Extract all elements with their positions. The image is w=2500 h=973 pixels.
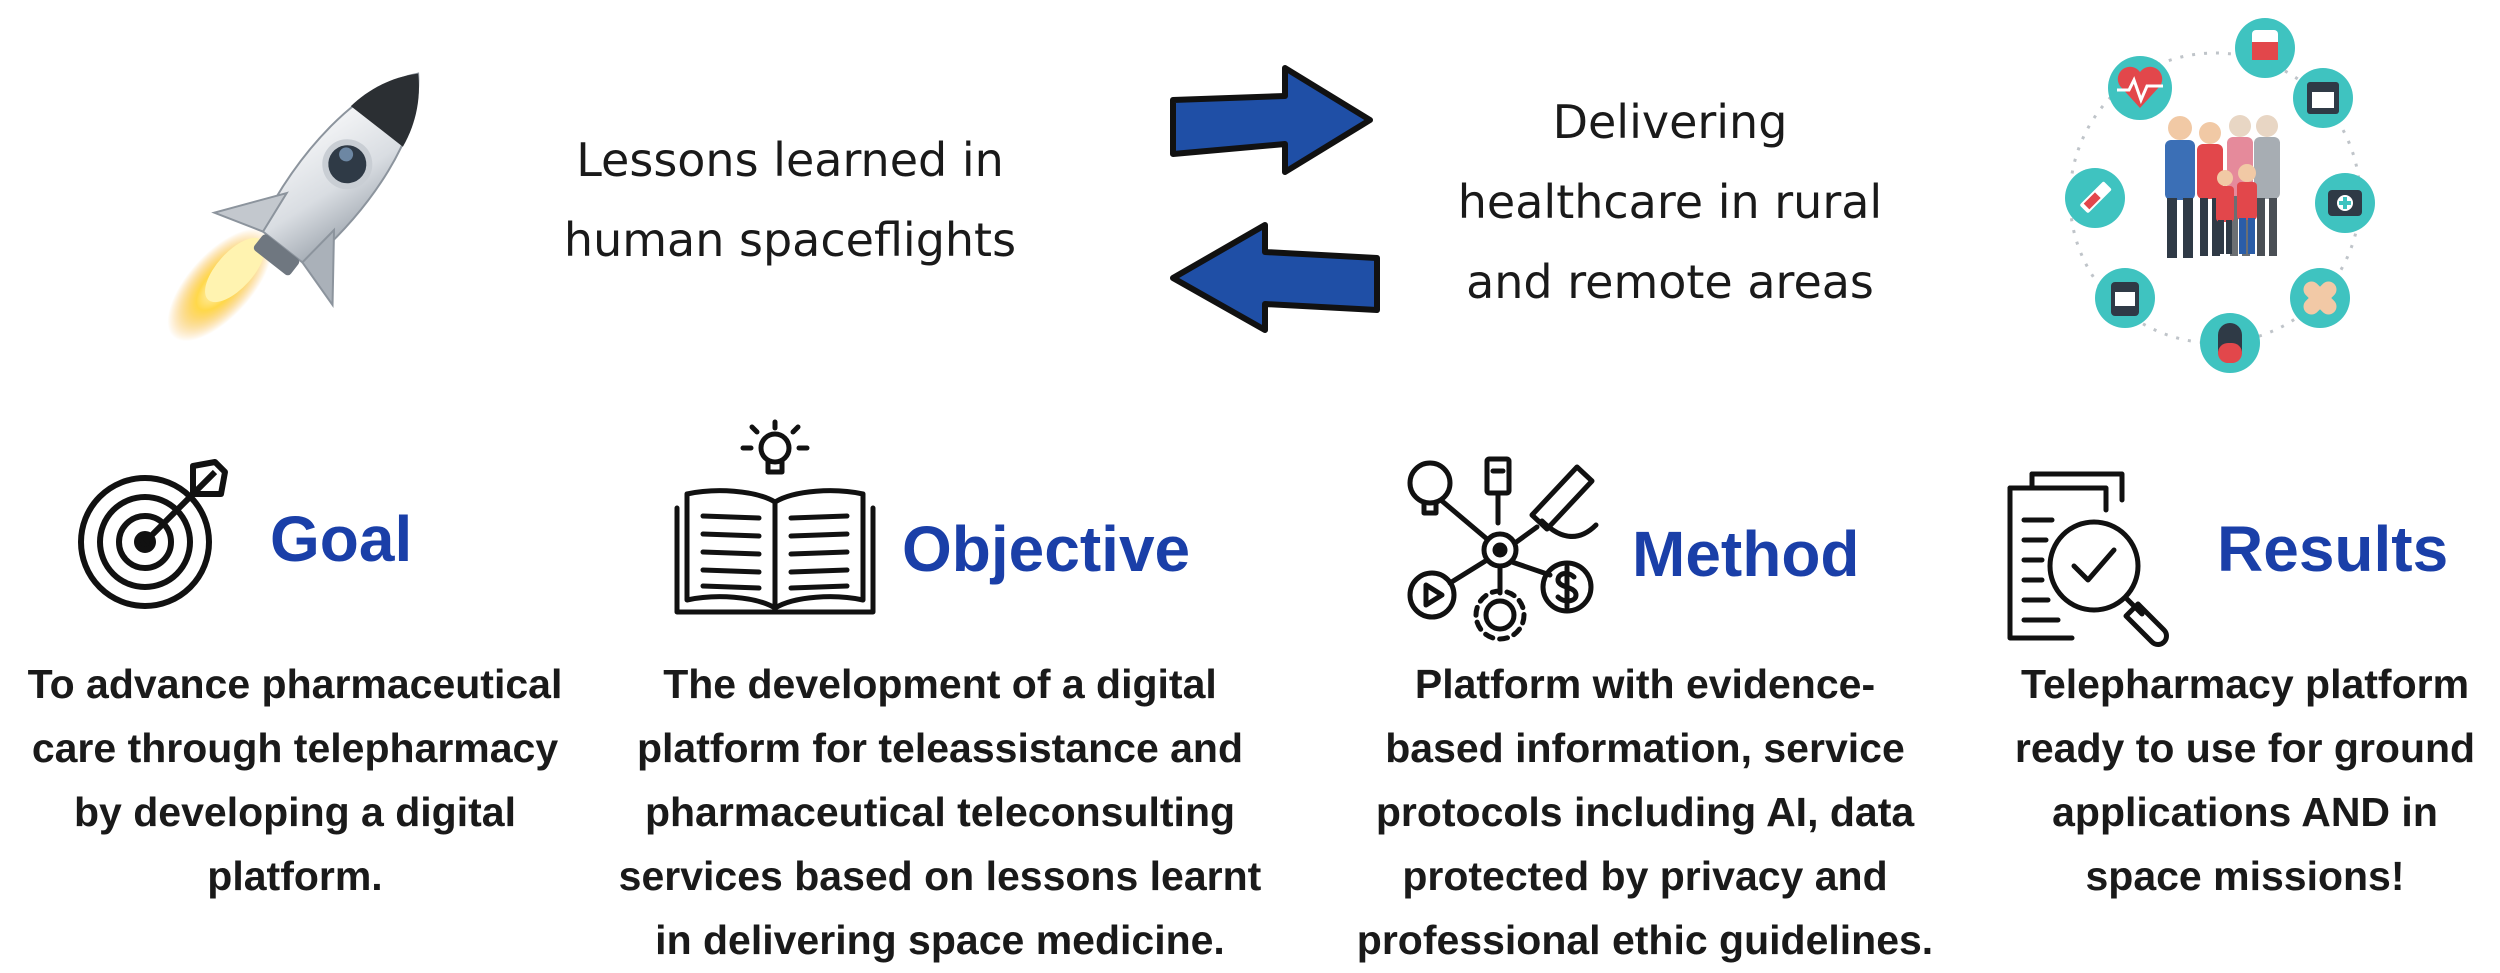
iv-bag-icon [2235,18,2295,78]
method-description: Platform with evidence- based informatio… [1300,652,1990,972]
medical-box-icon [2293,68,2353,128]
top-left-text: Lessons learned in human spaceflights [520,120,1060,280]
objective-line: platform for teleassistance and [636,725,1244,771]
left-arrow-icon [1170,222,1380,333]
top-left-line: Lessons learned in [576,133,1004,187]
top-right-line: Delivering [1552,95,1788,149]
top-right-line: and remote areas [1466,255,1874,309]
goal-heading: Goal [270,503,413,575]
first-aid-kit-icon [2315,173,2375,233]
objective-description: The development of a digital platform fo… [590,652,1290,972]
method-line: protected by privacy and [1402,853,1888,899]
objective-line: in delivering space medicine. [655,917,1225,963]
results-line: ready to use for ground [2014,725,2476,771]
method-line: based information, service [1385,725,1905,771]
method-heading: Method [1632,518,1860,590]
results-description: Telepharmacy platform ready to use for g… [1990,652,2500,908]
heart-monitor-icon [2108,56,2172,120]
results-line: applications AND in [2052,789,2438,835]
target-icon [78,459,228,609]
document-magnifier-check-icon [2007,471,2169,647]
top-left-line: human spaceflights [563,213,1017,267]
goal-line: by developing a digital [74,789,516,835]
rocket-illustration [167,72,420,342]
pill-capsule-icon [2200,313,2260,373]
objective-line: services based on lessons learnt [618,853,1262,899]
top-right-line: healthcare in rural [1457,175,1883,229]
results-line: space missions! [2085,853,2405,899]
goal-line: To advance pharmaceutical [27,661,563,707]
medicine-jar-icon [2095,268,2155,328]
method-network-icon [1407,456,1599,642]
bandage-icon [2290,268,2350,328]
goal-line: care through telepharmacy [31,725,559,771]
right-arrow-icon [1170,65,1373,175]
method-line: Platform with evidence- [1414,661,1876,707]
rocket-flame [167,228,273,342]
exchange-arrows-icon [1170,65,1380,333]
goal-description: To advance pharmaceutical care through t… [0,652,590,908]
open-book-lightbulb-icon [674,419,876,615]
top-right-text: Delivering healthcare in rural and remot… [1440,82,1900,322]
method-line: protocols including AI, data [1375,789,1915,835]
healthcare-family-illustration [2065,18,2375,373]
family-icon [2165,115,2280,258]
objective-line: pharmaceutical teleconsulting [644,789,1236,835]
syringe-icon [2065,168,2125,228]
method-line: professional ethic guidelines. [1356,917,1934,963]
objective-line: The development of a digital [663,661,1217,707]
objective-heading: Objective [902,513,1191,585]
results-line: Telepharmacy platform [2020,661,2470,707]
results-heading: Results [2217,513,2449,585]
goal-line: platform. [207,853,383,899]
